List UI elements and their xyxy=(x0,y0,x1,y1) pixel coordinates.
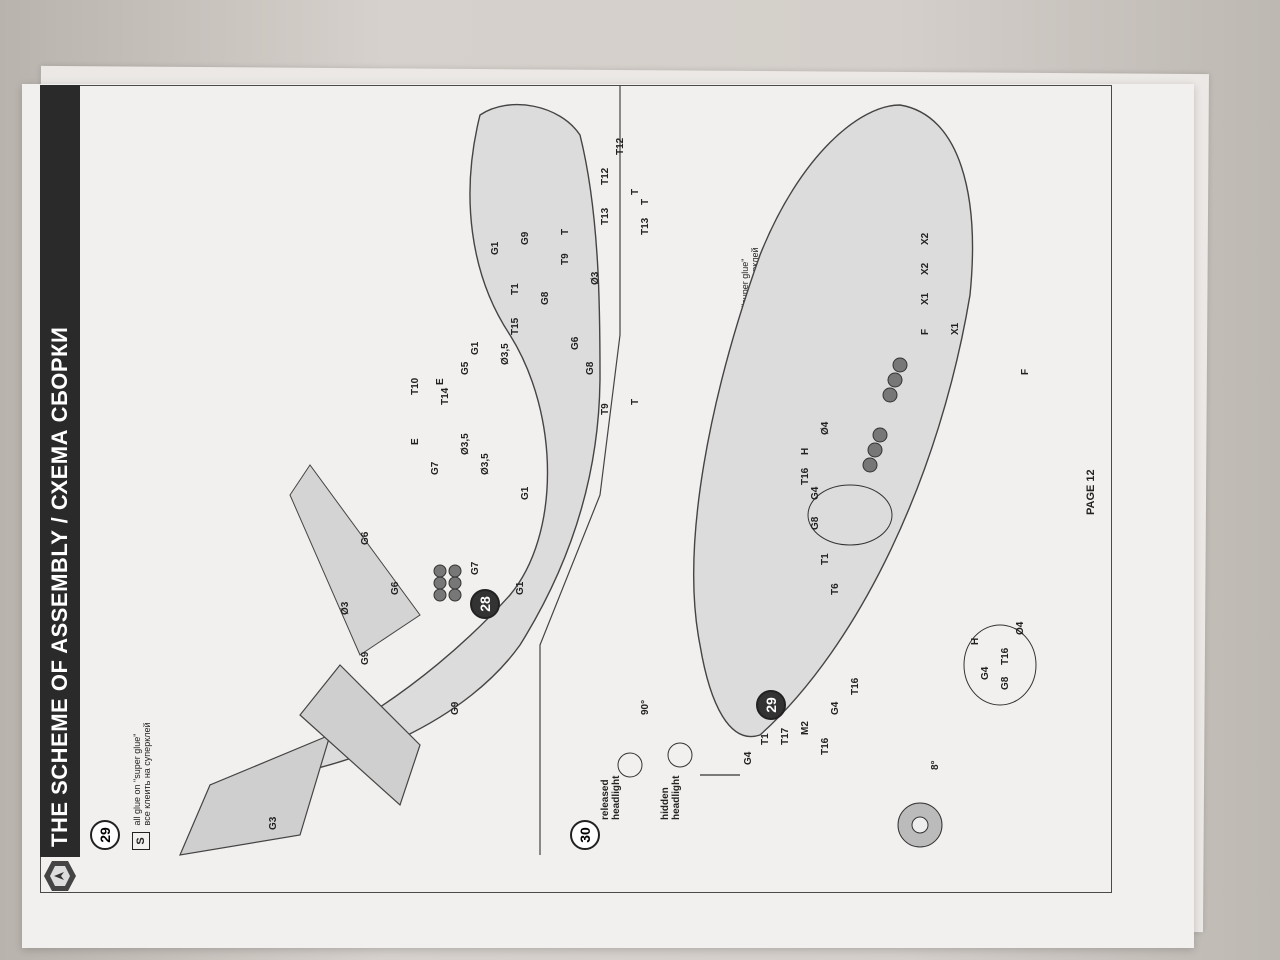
aircraft-drawing-step30 xyxy=(617,104,1037,848)
part-label: T16 xyxy=(1000,647,1011,665)
part-label: G4 xyxy=(830,701,841,715)
part-label: Ø4 xyxy=(1015,621,1026,635)
part-label: T6 xyxy=(830,583,841,595)
part-label: H xyxy=(800,447,811,455)
part-label: X2 xyxy=(920,262,931,275)
part-label: F xyxy=(920,328,931,335)
part-label: X2 xyxy=(920,232,931,245)
page-number: PAGE 12 xyxy=(1085,469,1097,515)
part-label: H xyxy=(970,637,981,645)
part-label: G4 xyxy=(980,666,991,680)
reference-step-29: 29 xyxy=(756,690,786,720)
instruction-page: THE SCHEME OF ASSEMBLY / СХЕМА СБОРКИ 29… xyxy=(40,85,1125,895)
part-label: F xyxy=(1020,368,1031,375)
part-label: T16 xyxy=(800,467,811,485)
part-label: Ø4 xyxy=(820,421,831,435)
part-label: X1 xyxy=(920,292,931,305)
part-label: T1 xyxy=(760,733,771,745)
part-label: X1 xyxy=(950,322,961,335)
part-label: T1 xyxy=(820,553,831,565)
part-label: G4 xyxy=(743,751,754,765)
brand-logo-icon xyxy=(44,861,76,891)
part-label: G8 xyxy=(810,516,821,530)
panel-divider xyxy=(539,85,621,855)
part-label: T16 xyxy=(820,737,831,755)
part-label: M2 xyxy=(800,721,811,735)
part-label: G4 xyxy=(810,486,821,500)
part-label: T16 xyxy=(850,677,861,695)
part-label: T17 xyxy=(780,727,791,745)
part-label: G8 xyxy=(1000,676,1011,690)
aircraft-drawing-step29 xyxy=(179,103,601,856)
